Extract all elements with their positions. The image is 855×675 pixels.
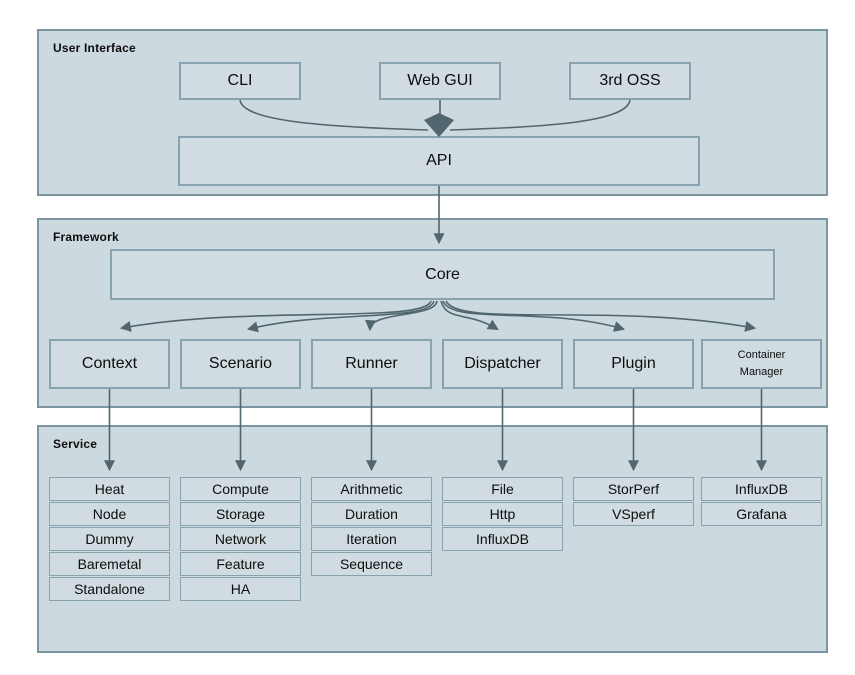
service-item: Http [442,502,563,526]
box-plugin: Plugin [573,339,694,389]
service-item: Storage [180,502,301,526]
service-item: StorPerf [573,477,694,501]
box-runner: Runner [311,339,432,389]
service-item: InfluxDB [701,477,822,501]
service-item: Arithmetic [311,477,432,501]
service-item: Grafana [701,502,822,526]
box-container-manager: Container Manager [701,339,822,389]
service-item: Heat [49,477,170,501]
box-dispatcher: Dispatcher [442,339,563,389]
service-item: HA [180,577,301,601]
service-item: VSperf [573,502,694,526]
box-core: Core [110,249,775,300]
box-container-manager-label: Container Manager [737,348,786,378]
service-item: Feature [180,552,301,576]
service-item: Duration [311,502,432,526]
service-item: Standalone [49,577,170,601]
box-cli: CLI [179,62,301,100]
service-item: InfluxDB [442,527,563,551]
box-context: Context [49,339,170,389]
service-item: Baremetal [49,552,170,576]
service-item: Node [49,502,170,526]
panel-service-label: Service [53,437,98,451]
service-item: Iteration [311,527,432,551]
service-item: Network [180,527,301,551]
panel-framework-label: Framework [53,230,119,244]
box-3rd-oss: 3rd OSS [569,62,691,100]
service-item: Dummy [49,527,170,551]
box-api: API [178,136,700,186]
service-item: File [442,477,563,501]
service-item: Sequence [311,552,432,576]
service-item: Compute [180,477,301,501]
box-web-gui: Web GUI [379,62,501,100]
box-scenario: Scenario [180,339,301,389]
panel-user-interface-label: User Interface [53,41,136,55]
